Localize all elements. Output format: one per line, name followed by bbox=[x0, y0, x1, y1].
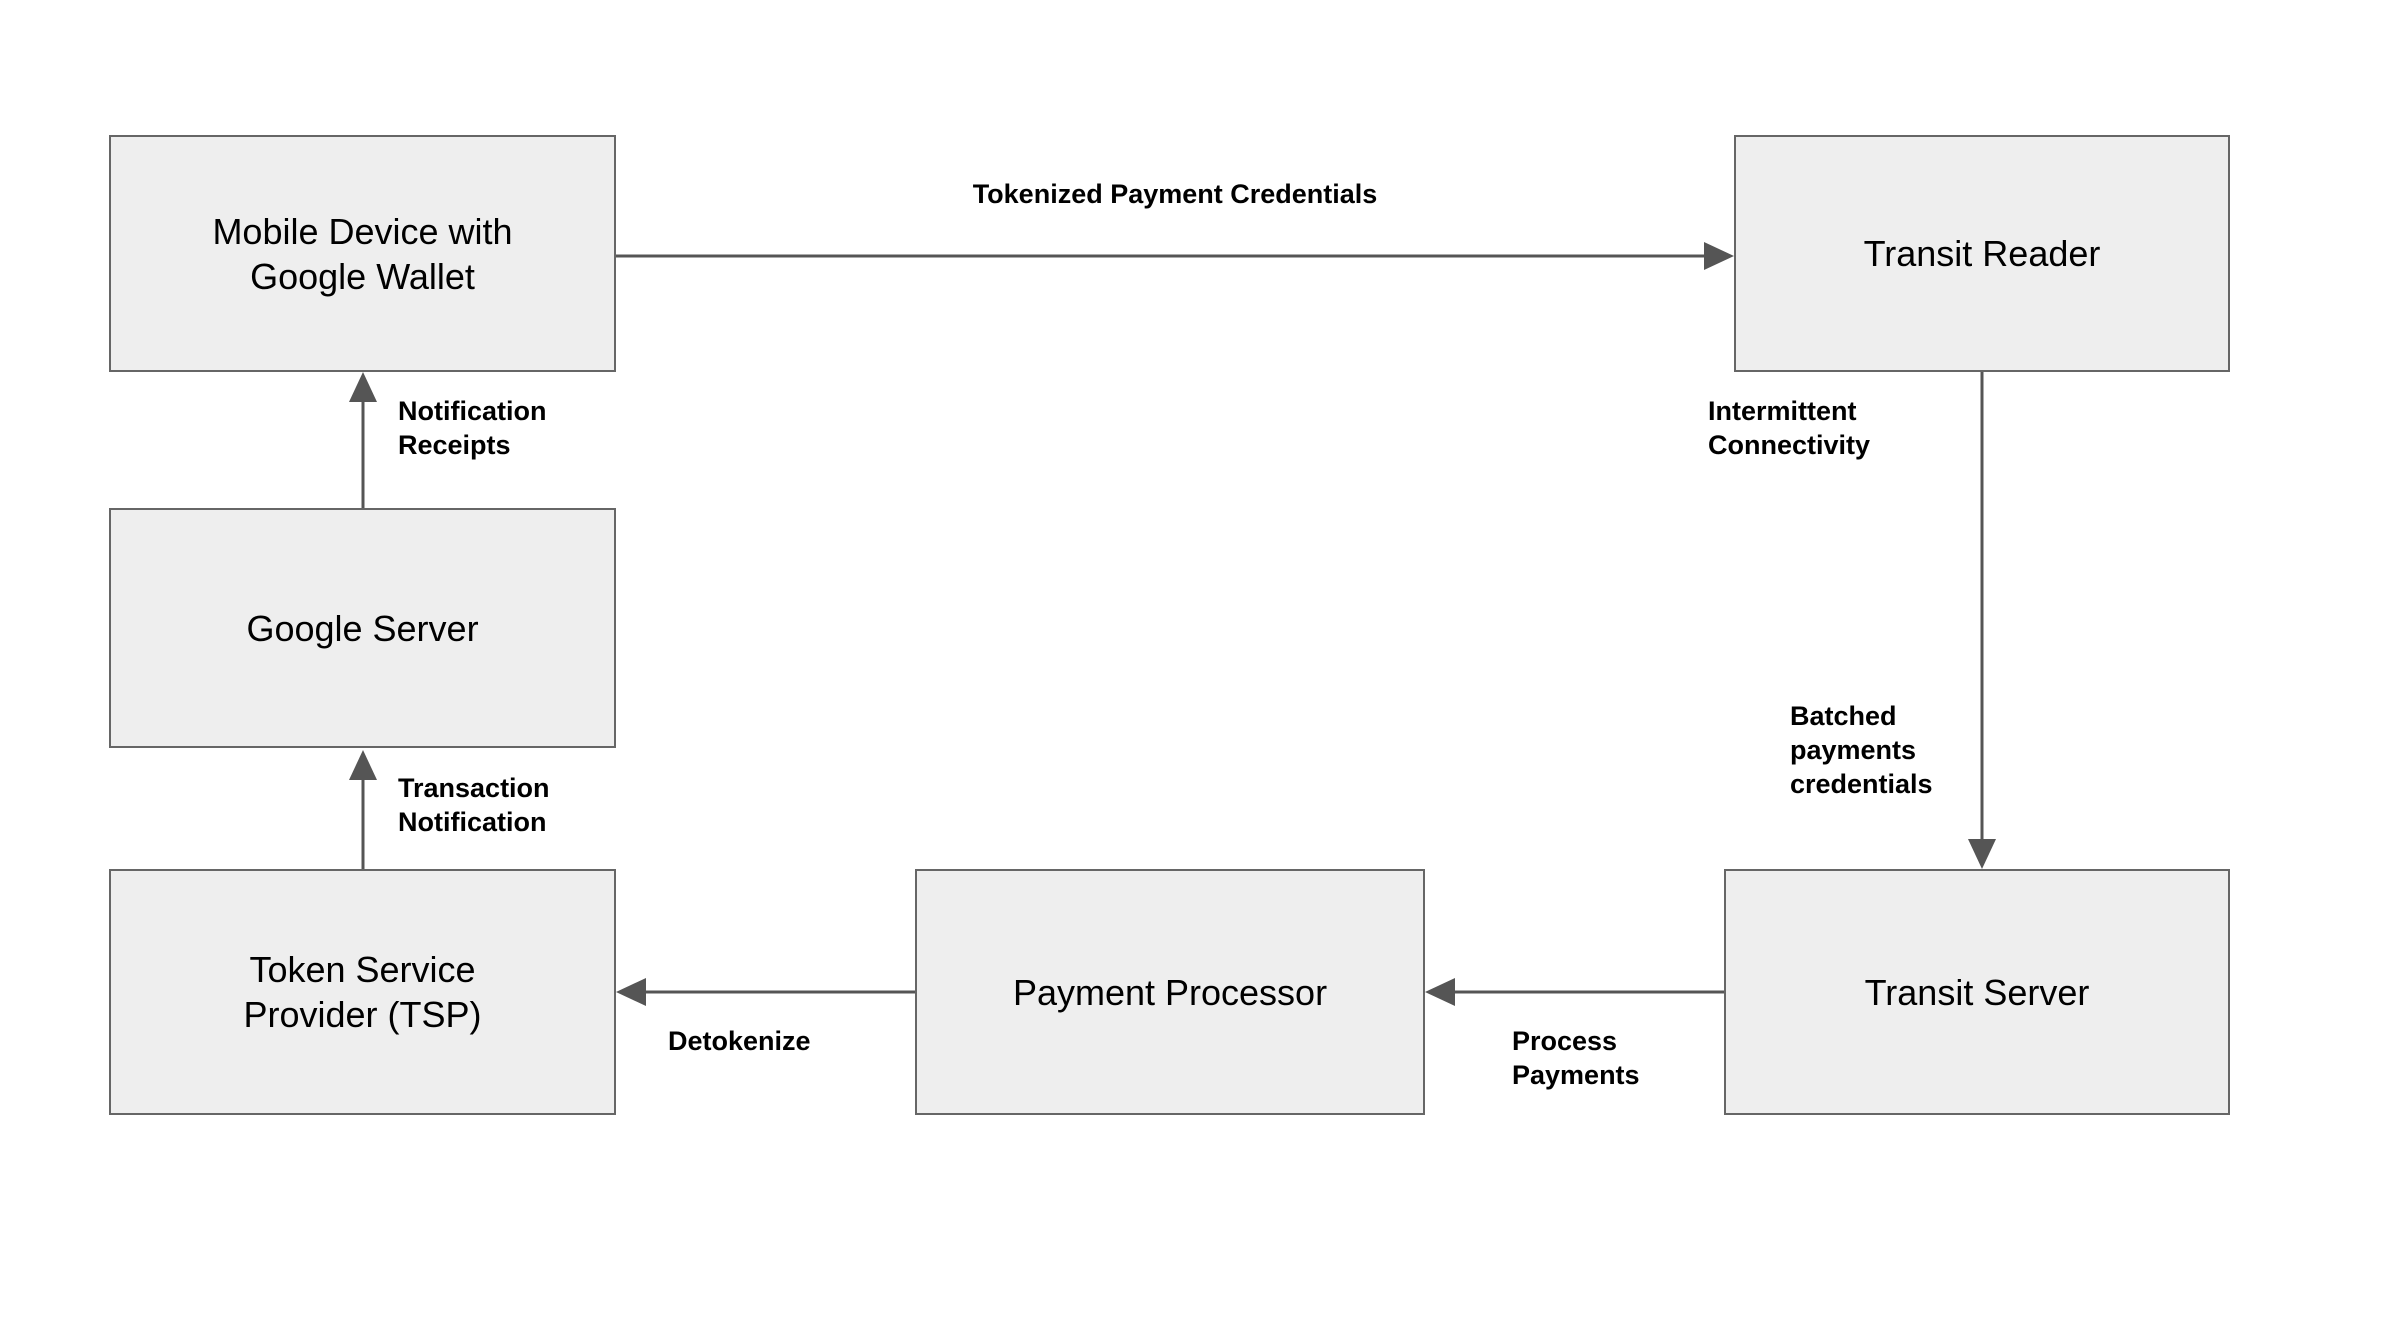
node-transit-server-label: Transit Server bbox=[1864, 971, 2090, 1013]
edge-mobile-to-reader bbox=[616, 242, 1734, 270]
node-google-server-label: Google Server bbox=[246, 607, 479, 649]
edge-google-server-to-mobile bbox=[349, 372, 377, 508]
edge-label-notification-receipts: Notification Receipts bbox=[398, 396, 547, 460]
edge-label-transaction-notification: Transaction Notification bbox=[398, 773, 550, 837]
edge-label-intermittent-connectivity: Intermittent Connectivity bbox=[1708, 396, 1871, 460]
node-mobile-device-label: Mobile Device with Google Wallet bbox=[212, 210, 513, 297]
node-transit-reader[interactable]: Transit Reader bbox=[1734, 135, 2230, 372]
edge-label-process-payments: Process Payments bbox=[1512, 1026, 1640, 1090]
edge-label-detokenize: Detokenize bbox=[668, 1026, 811, 1056]
node-payment-processor[interactable]: Payment Processor bbox=[915, 869, 1425, 1115]
edge-label-tokenized-payment-credentials: Tokenized Payment Credentials bbox=[972, 179, 1378, 209]
node-google-server[interactable]: Google Server bbox=[109, 508, 616, 748]
node-transit-server[interactable]: Transit Server bbox=[1724, 869, 2230, 1115]
edge-label-batched-payments-credentials: Batched payments credentials bbox=[1790, 701, 1933, 799]
edge-tsp-to-google-server bbox=[349, 750, 377, 869]
edge-processor-to-tsp bbox=[616, 978, 915, 1006]
node-token-service-provider[interactable]: Token Service Provider (TSP) bbox=[109, 869, 616, 1115]
edge-reader-to-server bbox=[1968, 372, 1996, 869]
node-mobile-device[interactable]: Mobile Device with Google Wallet bbox=[109, 135, 616, 372]
node-payment-processor-label: Payment Processor bbox=[1012, 971, 1328, 1013]
node-transit-reader-label: Transit Reader bbox=[1863, 233, 2101, 274]
edge-transit-server-to-processor bbox=[1425, 978, 1724, 1006]
node-token-service-provider-label: Token Service Provider (TSP) bbox=[243, 949, 482, 1035]
